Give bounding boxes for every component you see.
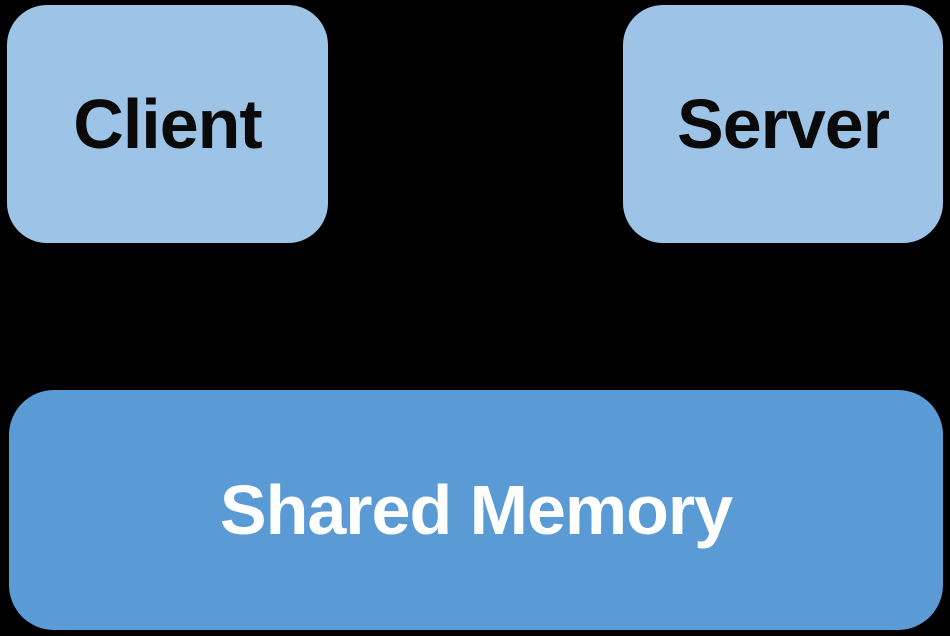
node-server: Server <box>623 5 943 243</box>
node-shared-memory-label: Shared Memory <box>219 471 733 549</box>
node-client-label: Client <box>73 85 262 163</box>
node-server-label: Server <box>677 85 890 163</box>
node-client: Client <box>7 5 328 243</box>
node-shared-memory: Shared Memory <box>9 390 943 630</box>
